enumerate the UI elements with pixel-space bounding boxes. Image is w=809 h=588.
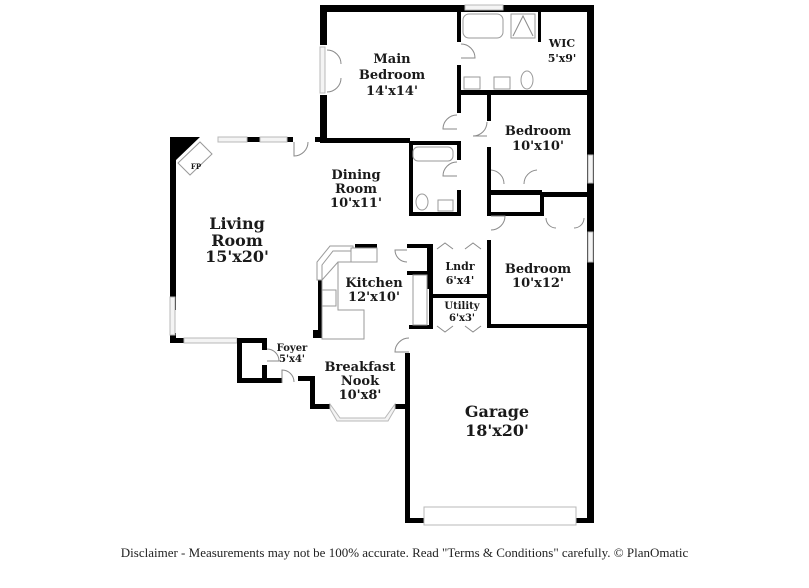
room-label-bedroom-2: Bedroom	[505, 262, 572, 277]
room-label-dining-room-2: Room	[335, 182, 377, 197]
room-label-utility: Utility	[444, 301, 480, 312]
room-label-kitchen: Kitchen	[345, 276, 403, 291]
living-window-4	[183, 337, 238, 344]
room-dims-bedroom-1: 10'x10'	[512, 139, 564, 154]
hall-sink	[437, 199, 454, 212]
garage-door	[423, 506, 577, 526]
kitchen-sink	[350, 247, 378, 263]
kitchen-counter	[321, 261, 365, 340]
living-window-1	[217, 136, 248, 143]
foyer-nook-walls	[237, 338, 594, 523]
room-label-dining-room: Dining	[331, 168, 380, 183]
hall-bath-door	[442, 161, 458, 177]
main-bath-door	[460, 43, 476, 59]
living-walls	[170, 137, 323, 343]
living-window-3	[169, 296, 176, 336]
main-bedroom-french-door	[326, 49, 342, 93]
garage-entry-door	[394, 337, 410, 353]
sink-2	[493, 76, 511, 90]
fireplace	[177, 141, 213, 176]
shower-door	[512, 14, 534, 37]
bedroom-2-door	[490, 215, 506, 231]
bedroom-1-walls	[409, 93, 594, 216]
room-label-wic: WIC	[548, 37, 575, 50]
sink-1	[463, 76, 481, 90]
entry-side-door	[293, 141, 309, 157]
disclaimer-text: Disclaimer - Measurements may not be 100…	[120, 545, 689, 560]
bedroom-1-window	[587, 154, 594, 184]
room-dims-garage: 18'x20'	[465, 421, 529, 440]
room-dims-dining-room: 10'x11'	[330, 196, 382, 211]
room-label-main-bedroom: Main	[373, 52, 411, 67]
main-bedroom-window	[319, 46, 326, 94]
room-label-breakfast-nook-2: Nook	[341, 374, 380, 389]
room-dims-kitchen: 12'x10'	[348, 290, 400, 305]
toilet	[520, 70, 534, 90]
room-label-breakfast-nook: Breakfast	[325, 360, 396, 375]
room-dims-foyer: 5'x4'	[279, 354, 305, 365]
floor-plan: Main Bedroom 14'x14' WIC 5'x9' Bedroom 1…	[169, 4, 594, 526]
room-dims-main-bedroom: 14'x14'	[366, 84, 418, 99]
utility-bifold-door	[436, 325, 482, 333]
hall-toilet	[415, 193, 429, 211]
room-label-laundry: Lndr	[445, 260, 474, 273]
bathtub	[462, 13, 504, 39]
room-dims-breakfast-nook: 10'x8'	[339, 388, 382, 403]
main-bath-window	[464, 4, 504, 11]
room-dims-living-room: 15'x20'	[205, 247, 269, 266]
room-label-foyer: Foyer	[277, 343, 308, 354]
shower	[510, 13, 536, 39]
room-dims-wic: 5'x9'	[548, 52, 577, 65]
bedroom-1-door	[472, 121, 488, 137]
laundry-bifold-door	[436, 242, 482, 250]
bedroom-2-window	[587, 231, 594, 263]
room-dims-utility: 6'x3'	[449, 313, 475, 324]
hall-door	[442, 114, 458, 130]
room-label-living-room: Living	[209, 214, 265, 233]
fireplace-label: FP	[191, 162, 202, 171]
pantry-door	[394, 249, 408, 263]
room-label-main-bedroom-2: Bedroom	[359, 68, 426, 83]
room-label-garage: Garage	[465, 402, 529, 421]
main-suite-walls	[320, 5, 594, 523]
hall-bathtub	[412, 146, 454, 162]
stove	[321, 289, 337, 307]
room-label-living-room-2: Room	[211, 231, 263, 250]
room-dims-laundry: 6'x4'	[446, 274, 475, 287]
foyer-closet-door	[266, 348, 280, 362]
front-door	[281, 369, 295, 383]
pantry	[412, 274, 428, 326]
bay-window	[329, 402, 396, 422]
living-window-2	[259, 136, 288, 143]
room-dims-bedroom-2: 10'x12'	[512, 276, 564, 291]
bedroom-1-closet-door	[490, 169, 538, 185]
room-label-bedroom-1: Bedroom	[505, 124, 572, 139]
bedroom-2-closet-door	[545, 217, 585, 229]
laundry-walls	[429, 240, 594, 329]
